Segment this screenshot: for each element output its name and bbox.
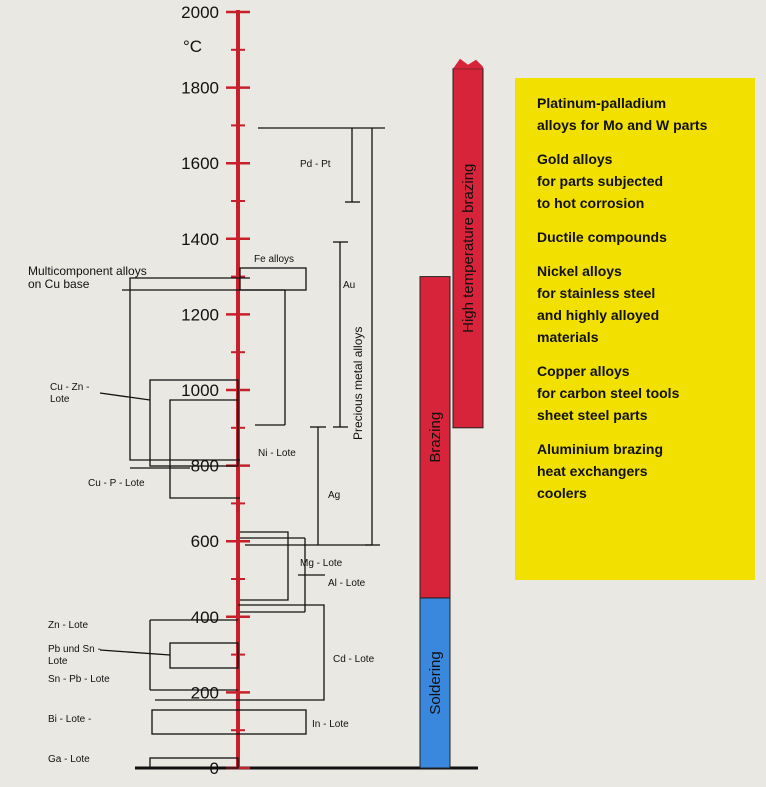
legend-item: Ductile compounds [537, 229, 667, 245]
legend-item: Gold alloys for parts subjected to hot c… [537, 151, 664, 211]
label-in: In - Lote [312, 719, 349, 730]
tick-label: 2000 [181, 3, 219, 22]
label-bi: Bi - Lote - [48, 714, 91, 725]
legend-item: Copper alloys for carbon steel tools she… [537, 363, 680, 423]
legend-panel: Platinum-palladium alloys for Mo and W p… [515, 78, 755, 580]
bar-label: Brazing [427, 412, 444, 463]
label-ga: Ga - Lote [48, 754, 90, 765]
tick-label: 1800 [181, 79, 219, 98]
label-au: Au [343, 280, 355, 291]
label-cd: Cd - Lote [333, 654, 375, 665]
tick-label: 1400 [181, 230, 219, 249]
unit-label: °C [183, 37, 202, 56]
tick-label: 400 [191, 608, 219, 627]
bar-soldering [419, 597, 451, 769]
legend-item: Platinum-palladium alloys for Mo and W p… [537, 95, 708, 133]
tick-label: 1200 [181, 305, 219, 324]
bar-label: Soldering [427, 651, 444, 714]
label-cu-p: Cu - P - Lote [88, 478, 145, 489]
label-fe-alloys: Fe alloys [254, 254, 294, 265]
label-mg: Mg - Lote [300, 558, 343, 569]
label-pd-pt: Pd - Pt [300, 159, 331, 170]
legend-item: Nickel alloys for stainless steel and hi… [537, 263, 660, 345]
bar-label: High temperature brazing [460, 164, 477, 333]
alloy-range-lines [99, 127, 385, 769]
label-cu-zn: Cu - Zn -Lote [50, 382, 89, 405]
label-precious: Precious metal alloys [351, 327, 365, 440]
label-al: Al - Lote [328, 578, 366, 589]
tick-label: 600 [191, 532, 219, 551]
label-pb-sn: Pb und Sn -Lote [48, 644, 101, 667]
label-ag: Ag [328, 490, 340, 501]
label-sn-pb: Sn - Pb - Lote [48, 674, 110, 685]
legend-item: Aluminium brazing heat exchangers cooler… [537, 441, 663, 501]
bar-brazing [419, 276, 451, 599]
process-bars: Soldering Brazing High temperature brazing [419, 58, 484, 769]
tick-label: 1000 [181, 381, 219, 400]
tick-label: 1600 [181, 154, 219, 173]
label-zn: Zn - Lote [48, 620, 88, 631]
label-ni: Ni - Lote [258, 448, 296, 459]
tick-label: 200 [191, 683, 219, 702]
bar-torn-edge [453, 58, 483, 69]
